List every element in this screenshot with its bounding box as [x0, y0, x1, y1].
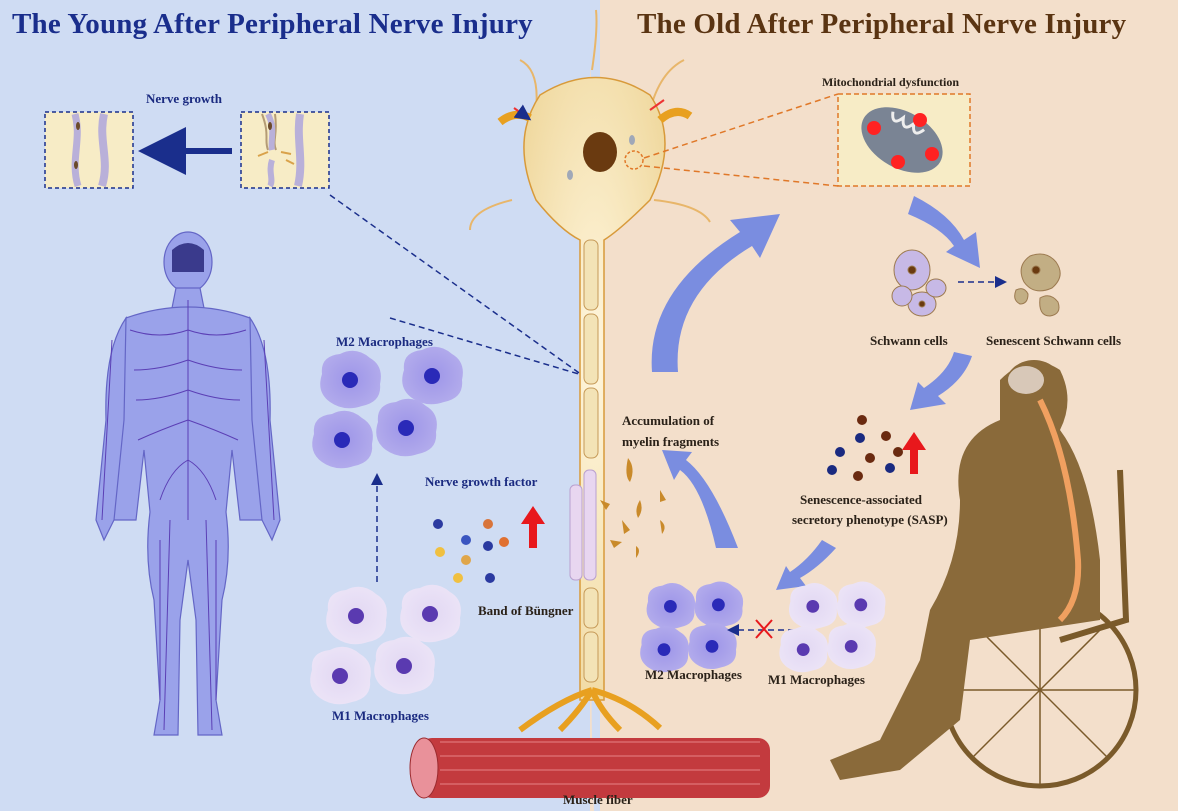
- injured-nerve-box: [241, 112, 329, 188]
- label-senescent-schwann-cells: Senescent Schwann cells: [986, 333, 1121, 349]
- regenerated-nerve-box: [45, 112, 133, 188]
- neuron-nucleus: [583, 132, 617, 172]
- label-sasp-line1: Senescence-associated: [800, 492, 922, 508]
- label-schwann-cells: Schwann cells: [870, 333, 948, 349]
- mitochondria-box: [838, 94, 970, 186]
- label-m1-macrophages-old: M1 Macrophages: [768, 672, 865, 688]
- title-young: The Young After Peripheral Nerve Injury: [12, 8, 533, 41]
- label-m1-macrophages-young: M1 Macrophages: [332, 708, 429, 724]
- label-nerve-growth: Nerve growth: [146, 91, 222, 107]
- label-nerve-growth-factor: Nerve growth factor: [425, 474, 537, 490]
- label-accumulation-line1: Accumulation of: [622, 413, 714, 429]
- label-band-of-bungner: Band of Büngner: [478, 603, 573, 619]
- label-accumulation-line2: myelin fragments: [622, 434, 719, 450]
- muscle-fiber: [410, 738, 770, 798]
- brain-icon: [172, 243, 204, 272]
- title-old: The Old After Peripheral Nerve Injury: [637, 8, 1126, 41]
- label-mitochondrial-dysfunction: Mitochondrial dysfunction: [822, 75, 959, 90]
- label-sasp-line2: secretory phenotype (SASP): [792, 512, 948, 528]
- label-m2-macrophages-old: M2 Macrophages: [645, 667, 742, 683]
- label-m2-macrophages-young: M2 Macrophages: [336, 334, 433, 350]
- label-muscle-fiber: Muscle fiber: [563, 792, 633, 808]
